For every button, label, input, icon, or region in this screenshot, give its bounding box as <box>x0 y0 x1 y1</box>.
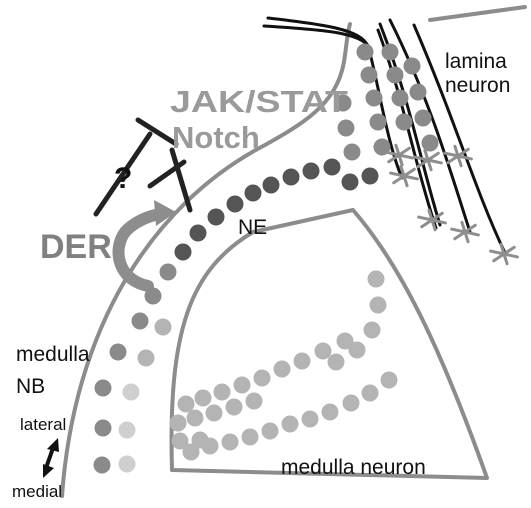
ne-cell <box>283 169 300 186</box>
medial-label: medial <box>12 482 62 501</box>
medulla-neuron-cell <box>381 372 398 389</box>
lamina-neuron-cell <box>396 114 413 131</box>
medulla-nb-label-line1: medulla <box>16 343 90 366</box>
medulla-neuron-cell <box>315 343 332 360</box>
medulla-neuron-cell <box>370 297 387 314</box>
medulla-neuron-cell <box>328 354 345 371</box>
inner-medulla-outline <box>172 210 487 478</box>
lateral-medial-arrow <box>43 438 59 478</box>
ne-cell <box>324 159 341 176</box>
medulla-neuron-cell <box>242 429 259 446</box>
medulla-neuron-cell <box>337 333 354 350</box>
lateral-label: lateral <box>20 415 66 434</box>
lamina-neuron-cells <box>335 44 439 161</box>
lamina-neuron-cell <box>392 90 409 107</box>
lamina-neuron-cell <box>410 84 427 101</box>
medulla-neuron-cell <box>368 271 385 288</box>
medulla-nb-cell <box>95 380 112 397</box>
ne-cell <box>245 185 262 202</box>
medulla-nb-cell <box>138 350 155 367</box>
medulla-neuron-cell <box>195 390 212 407</box>
medulla-neuron-cell <box>246 393 263 410</box>
axon-terminal-star <box>415 150 442 170</box>
medulla-nb-cell <box>155 319 172 336</box>
medulla-neuron-cell <box>322 404 339 421</box>
lamina-neuron-cell <box>370 114 387 131</box>
lamina-neuron-cell <box>338 120 355 137</box>
lamina-neuron-cell <box>361 67 378 84</box>
medulla-neuron-cell <box>187 410 204 427</box>
jak-stat-label: JAK/STAT <box>170 84 348 119</box>
medulla-neuron-cell <box>226 399 243 416</box>
medulla-neuron-cell <box>294 353 311 370</box>
ne-cell <box>263 177 280 194</box>
medulla-neuron-cell <box>364 322 381 339</box>
lamina-neuron-cell <box>366 90 383 107</box>
lamina-axon-terminals <box>386 145 518 264</box>
medulla-nb-cell <box>132 313 149 330</box>
lamina-neuron-cell <box>404 58 421 75</box>
medulla-neuron-cell <box>192 432 209 449</box>
medulla-neuron-cells <box>170 271 398 461</box>
lamina-neuron-cell <box>387 67 404 84</box>
ne-label: NE <box>238 216 267 239</box>
medulla-nb-cell <box>119 422 136 439</box>
medulla-neuron-cell <box>234 377 251 394</box>
medulla-nb-cell <box>123 384 140 401</box>
notch-label: Notch <box>172 120 260 155</box>
medulla-neuron-cell <box>222 434 239 451</box>
axon-terminal-star <box>491 244 518 264</box>
ne-cell <box>160 264 177 281</box>
medulla-neuron-cell <box>170 415 187 432</box>
lamina-neuron-label-line2: neuron <box>445 74 510 97</box>
axon-terminal-star <box>391 166 418 186</box>
medulla-neuron-cell <box>178 396 195 413</box>
medulla-nb-cell <box>110 344 127 361</box>
notch-inhibition-bar <box>172 150 190 210</box>
medulla-neuron-cell <box>343 395 360 412</box>
ne-cell <box>227 196 244 213</box>
medulla-nb-cell <box>94 457 111 474</box>
ne-cell <box>342 174 359 191</box>
medulla-nb-cell <box>119 456 136 473</box>
ne-cell <box>190 225 207 242</box>
der-label: DER <box>40 228 112 266</box>
ne-cell <box>175 244 192 261</box>
ne-cell <box>303 163 320 180</box>
ne-cell <box>208 209 225 226</box>
medulla-neuron-label: medulla neuron <box>281 456 426 479</box>
lamina-neuron-cell <box>344 144 361 161</box>
medulla-neuroblast-cells <box>94 313 172 474</box>
medulla-neuron-cell <box>262 423 279 440</box>
medulla-neuron-cell <box>214 384 231 401</box>
axon-terminal-star <box>452 222 479 242</box>
ne-cell <box>362 168 379 185</box>
lamina-neuron-cell <box>382 44 399 61</box>
medulla-neuron-cell <box>282 416 299 433</box>
lamina-neuron-label-line1: lamina <box>445 50 507 73</box>
lamina-neuron-cell <box>422 135 439 152</box>
medulla-nb-cell <box>95 420 112 437</box>
medulla-neuron-cell <box>172 433 189 450</box>
lamina-neuron-cell <box>415 110 432 127</box>
medulla-nb-label-line2: NB <box>16 375 45 398</box>
question-mark: ? <box>114 162 132 195</box>
lamina-neuron-cell <box>357 44 374 61</box>
ne-cell <box>145 288 162 305</box>
medulla-neuron-cell <box>254 370 271 387</box>
medulla-neuron-cell <box>302 411 319 428</box>
top-right-outline <box>430 7 525 20</box>
medulla-neuron-cell <box>362 385 379 402</box>
medulla-neuron-cell <box>206 405 223 422</box>
medulla-neuron-cell <box>274 361 291 378</box>
